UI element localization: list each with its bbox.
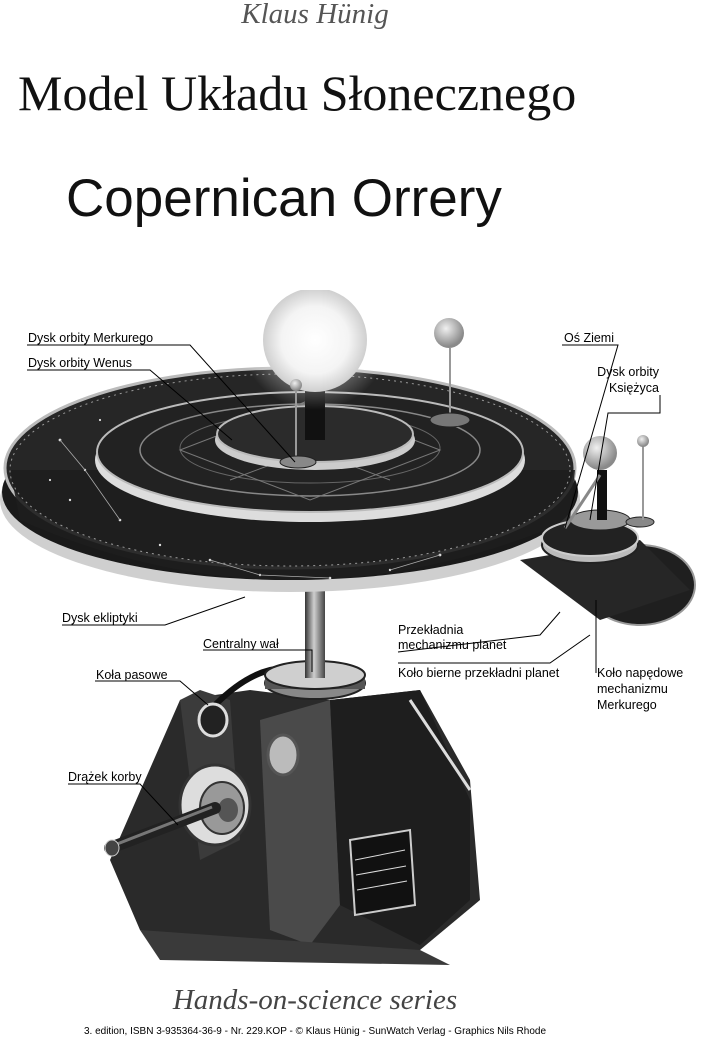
- label-pulleys: Koła pasowe: [96, 668, 168, 682]
- series-title: Hands-on-science series: [172, 984, 458, 1016]
- leader-lines: [27, 344, 661, 826]
- orrery-illustration: [0, 290, 696, 965]
- label-mercury-drive-3: Merkurego: [597, 698, 657, 712]
- label-idler-gear: Koło bierne przekładni planet: [398, 666, 560, 680]
- mercury-planet: [290, 379, 302, 391]
- author-name: Klaus Hünig: [241, 0, 389, 30]
- label-crank: Drążek korby: [68, 770, 142, 784]
- edition-info: 3. edition, ISBN 3-935364-36-9 - Nr. 229…: [83, 1026, 547, 1037]
- earth-assembly: [520, 435, 696, 626]
- venus-planet: [434, 318, 464, 348]
- label-planet-gear-1: Przekładnia: [398, 623, 464, 637]
- label-moon-orbit-disk-2: Księżyca: [608, 381, 659, 395]
- central-shaft: [305, 590, 325, 678]
- label-central-shaft: Centralny wał: [203, 637, 279, 651]
- sun: [263, 290, 367, 392]
- label-planet-gear-2: mechanizmu planet: [398, 638, 507, 652]
- label-mercury-drive-2: mechanizmu: [597, 682, 668, 696]
- moon: [637, 435, 649, 447]
- page-title-english: Copernican Orrery: [66, 169, 502, 228]
- label-earth-axis: Oś Ziemi: [564, 331, 614, 345]
- label-venus-orbit-disk: Dysk orbity Wenus: [28, 356, 132, 370]
- crank-handle: [104, 802, 221, 857]
- page-title-polish: Model Układu Słonecznego: [18, 65, 577, 121]
- label-mercury-drive-1: Koło napędowe: [597, 666, 684, 680]
- label-mercury-orbit-disk: Dysk orbity Merkurego: [28, 331, 154, 345]
- earth-planet: [583, 436, 617, 470]
- label-ecliptic-disk: Dysk ekliptyki: [62, 611, 138, 625]
- label-moon-orbit-disk-1: Dysk orbity: [597, 365, 659, 379]
